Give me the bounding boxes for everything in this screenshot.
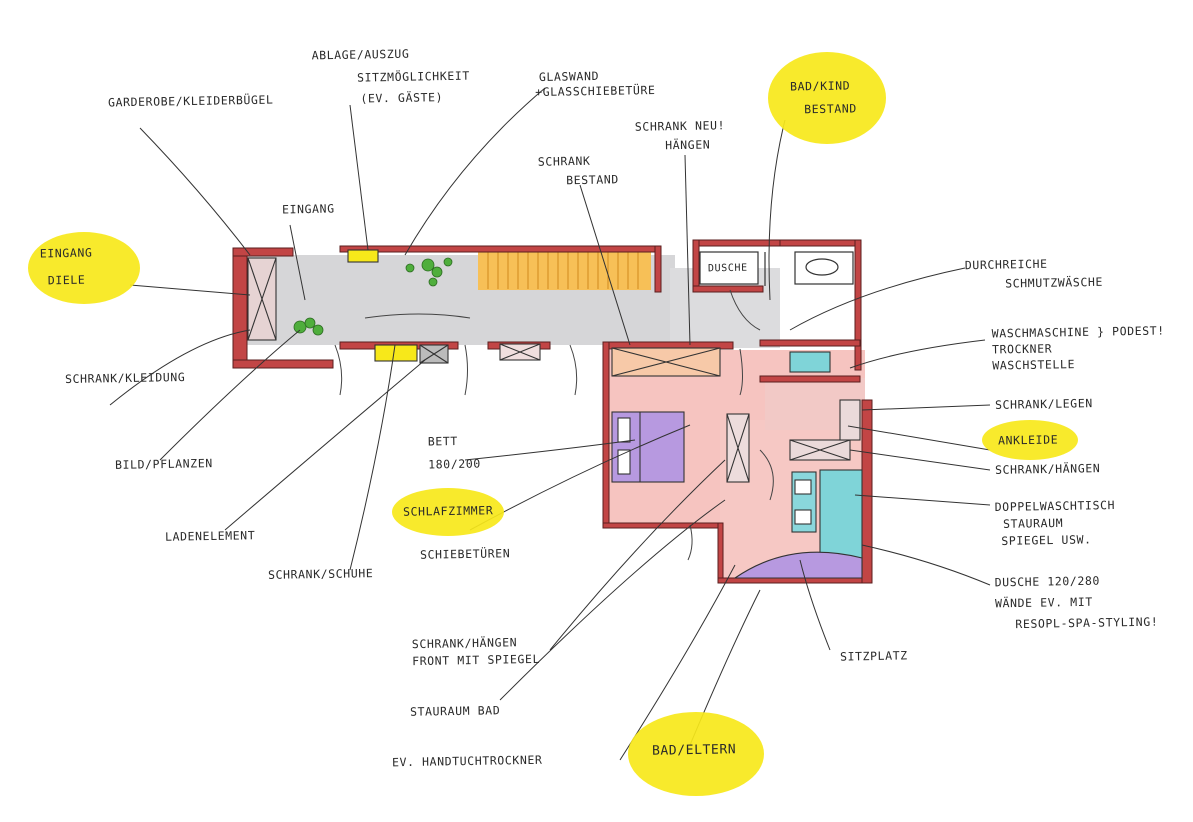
leader-lines [109, 87, 991, 761]
label-ablage-line3: (EV. GÄSTE) [360, 90, 444, 106]
label-podest: } PODEST! [1096, 323, 1165, 339]
label-glaswand-line2: +GLASSCHIEBETÜRE [535, 82, 656, 100]
label-bild-pflanzen: BILD/PFLANZEN [114, 456, 213, 472]
label-schrank-neu-line2: HÄNGEN [665, 137, 711, 153]
label-stauraum-bad: STAURAUM BAD [409, 703, 501, 719]
stairs [478, 250, 651, 290]
highlight-bad-kind [768, 52, 886, 144]
room-ankleide: ANKLEIDE [997, 432, 1059, 448]
label-doppelwaschtisch-line1: DOPPELWASCHTISCH [994, 497, 1116, 515]
wardrobes [247, 249, 861, 483]
label-waschmaschine-text: WASCHMASCHINE [991, 324, 1090, 341]
label-ablage-line1: ABLAGE/AUSZUG [311, 46, 410, 63]
label-handtuchtrockner: EV. HANDTUCHTROCKNER [391, 752, 543, 770]
label-schrank-legen: SCHRANK/LEGEN [994, 396, 1093, 412]
room-eingang-line2: DIELE [47, 272, 86, 288]
label-bett-line2: 180/200 [428, 456, 481, 472]
label-eingang: EINGANG [281, 201, 335, 217]
highlight-eingang [28, 232, 140, 304]
bath-fixtures [733, 351, 863, 579]
label-ladenelement: LADENELEMENT [164, 528, 256, 544]
room-eingang-diele: EINGANG DIELE [39, 245, 93, 288]
label-dusche-big-line3: RESOPL-SPA-STYLING! [1015, 614, 1159, 632]
bed [611, 411, 685, 483]
label-schrank-haengen: SCHRANK/HÄNGEN [994, 461, 1101, 477]
room-bad-kind-line2: BESTAND [804, 101, 857, 117]
room-bad-kind: BAD/KIND BESTAND [784, 78, 857, 117]
label-schrank-haengen-front-line1: SCHRANK/HÄNGEN [411, 635, 518, 652]
label-schrank-bestand: SCHRANK BESTAND [538, 154, 619, 187]
room-bad-eltern: BAD/ELTERN [651, 742, 737, 759]
floors [245, 250, 865, 580]
room-dusche-small: DUSCHE [707, 262, 748, 275]
label-doppelwaschtisch: DOPPELWASCHTISCH STAURAUM SPIEGEL USW. [994, 497, 1116, 548]
bad-kind-fixtures [699, 251, 854, 286]
label-schrank-bestand-line2: BESTAND [566, 172, 619, 188]
highlight-bad-eltern [628, 712, 764, 796]
label-dusche-big: DUSCHE 120/280 WÄNDE EV. MIT RESOPL-SPA-… [995, 574, 1159, 632]
label-waschmaschine: WASCHMASCHINE } PODEST! TROCKNER WASCHST… [991, 323, 1166, 372]
room-schlafzimmer: SCHLAFZIMMER [402, 503, 494, 519]
label-schrank-bestand-line1: SCHRANK [537, 153, 591, 169]
room-eingang-line1: EINGANG [39, 245, 93, 261]
label-schiebetueren: SCHIEBETÜREN [419, 546, 511, 562]
label-schrank-neu-line1: SCHRANK NEU! [634, 118, 726, 134]
label-ablage-line2: SITZMÖGLICHKEIT [356, 68, 470, 85]
label-durchreiche-line1: DURCHREICHE [964, 256, 1048, 273]
label-bett-line1: BETT [427, 433, 459, 449]
label-glaswand-line1: GLASWAND [538, 68, 600, 84]
label-waschmaschine-line2: TROCKNER [991, 341, 1053, 357]
label-dusche-big-line2: WÄNDE EV. MIT [994, 594, 1093, 611]
label-schrank-neu: SCHRANK NEU! HÄNGEN [634, 118, 726, 153]
label-bett: BETT 180/200 [427, 433, 481, 472]
highlight-ankleide [982, 420, 1078, 460]
label-doppelwaschtisch-line2: STAURAUM [1002, 515, 1064, 531]
label-waschmaschine-line1: WASCHMASCHINE } PODEST! [991, 323, 1165, 341]
label-durchreiche: DURCHREICHE SCHMUTZWÄSCHE [965, 257, 1103, 291]
label-sitzplatz: SITZPLATZ [839, 648, 908, 664]
label-ablage: ABLAGE/AUSZUG SITZMÖGLICHKEIT (EV. GÄSTE… [311, 46, 471, 107]
room-bad-kind-line1: BAD/KIND [789, 78, 851, 94]
label-schrank-haengen-front-line2: FRONT MIT SPIEGEL [412, 651, 541, 669]
door-swings [334, 289, 774, 561]
walls [232, 239, 873, 584]
label-dusche-big-line1: DUSCHE 120/280 [994, 573, 1101, 590]
label-doppelwaschtisch-line3: SPIEGEL USW. [1001, 532, 1092, 548]
label-glaswand: GLASWAND +GLASSCHIEBETÜRE [535, 69, 656, 99]
highlight-schlafzimmer [392, 488, 504, 536]
label-durchreiche-line2: SCHMUTZWÄSCHE [1005, 274, 1104, 291]
label-schrank-schuhe: SCHRANK/SCHUHE [267, 566, 374, 582]
plants [293, 257, 453, 336]
stair-treads [487, 251, 639, 289]
label-schrank-kleidung: SCHRANK/KLEIDUNG [64, 369, 186, 387]
label-schrank-haengen-front: SCHRANK/HÄNGEN FRONT MIT SPIEGEL [411, 635, 541, 669]
